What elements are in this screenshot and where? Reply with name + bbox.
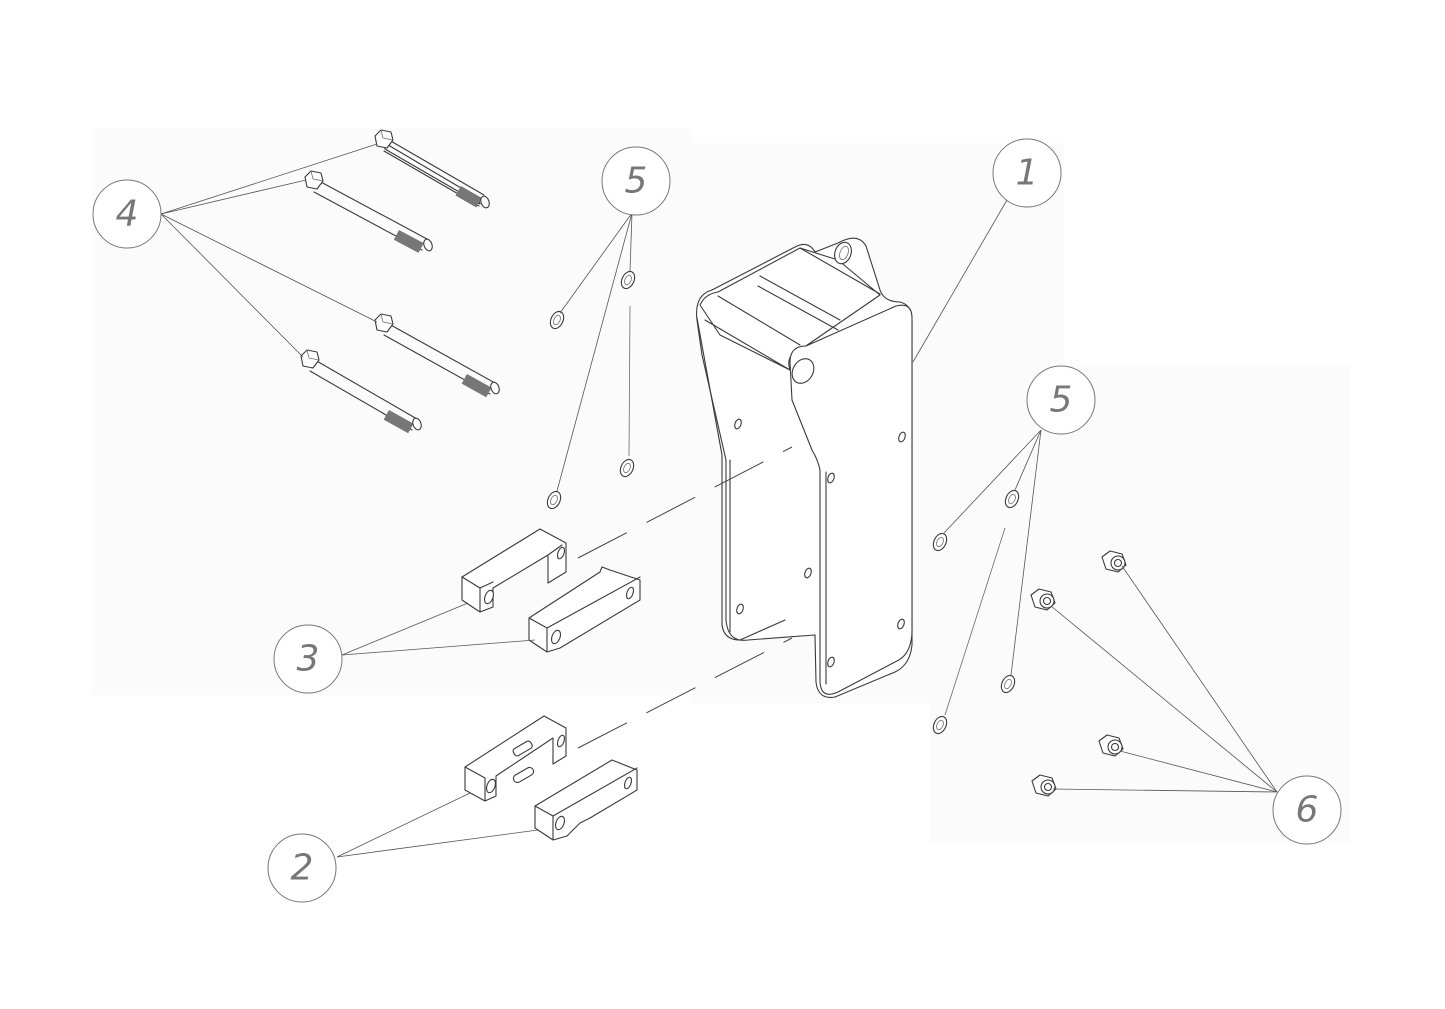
balloon-5-right: 5 (1026, 365, 1096, 435)
washer (1000, 674, 1016, 694)
assembly-center-lines (577, 446, 793, 749)
svg-text:5: 5 (625, 161, 648, 202)
nut (1098, 734, 1124, 757)
svg-text:5: 5 (1050, 380, 1073, 421)
nuts-group (1030, 550, 1278, 797)
svg-text:6: 6 (1296, 790, 1319, 831)
washer (932, 715, 948, 735)
balloon-2: 2 (267, 833, 337, 903)
washer (620, 270, 636, 290)
nut (1101, 550, 1127, 573)
svg-text:3: 3 (297, 639, 320, 680)
bolt (374, 129, 490, 209)
balloon-4: 4 (92, 179, 162, 249)
slotted-spacers-group (336, 715, 638, 858)
washers-right-group (932, 429, 1042, 735)
bolt (300, 349, 422, 434)
washer (1004, 489, 1020, 509)
bolt (374, 313, 500, 398)
nut (1030, 588, 1056, 611)
washer (619, 458, 635, 478)
svg-text:4: 4 (116, 194, 139, 235)
balloon-5-left: 5 (601, 146, 671, 216)
svg-text:1: 1 (1016, 153, 1039, 194)
main-bracket (696, 199, 1008, 698)
washer (932, 532, 948, 552)
background-panels (92, 128, 1350, 843)
balloon-3: 3 (273, 624, 343, 694)
balloon-1: 1 (992, 138, 1062, 208)
svg-text:2: 2 (291, 848, 314, 889)
spacers-group (341, 528, 641, 656)
bolt (304, 170, 433, 253)
washer (546, 490, 562, 510)
bolts-group (160, 129, 500, 434)
balloon-6: 6 (1272, 775, 1342, 845)
nut (1031, 774, 1057, 797)
washers-left-group (546, 212, 636, 510)
